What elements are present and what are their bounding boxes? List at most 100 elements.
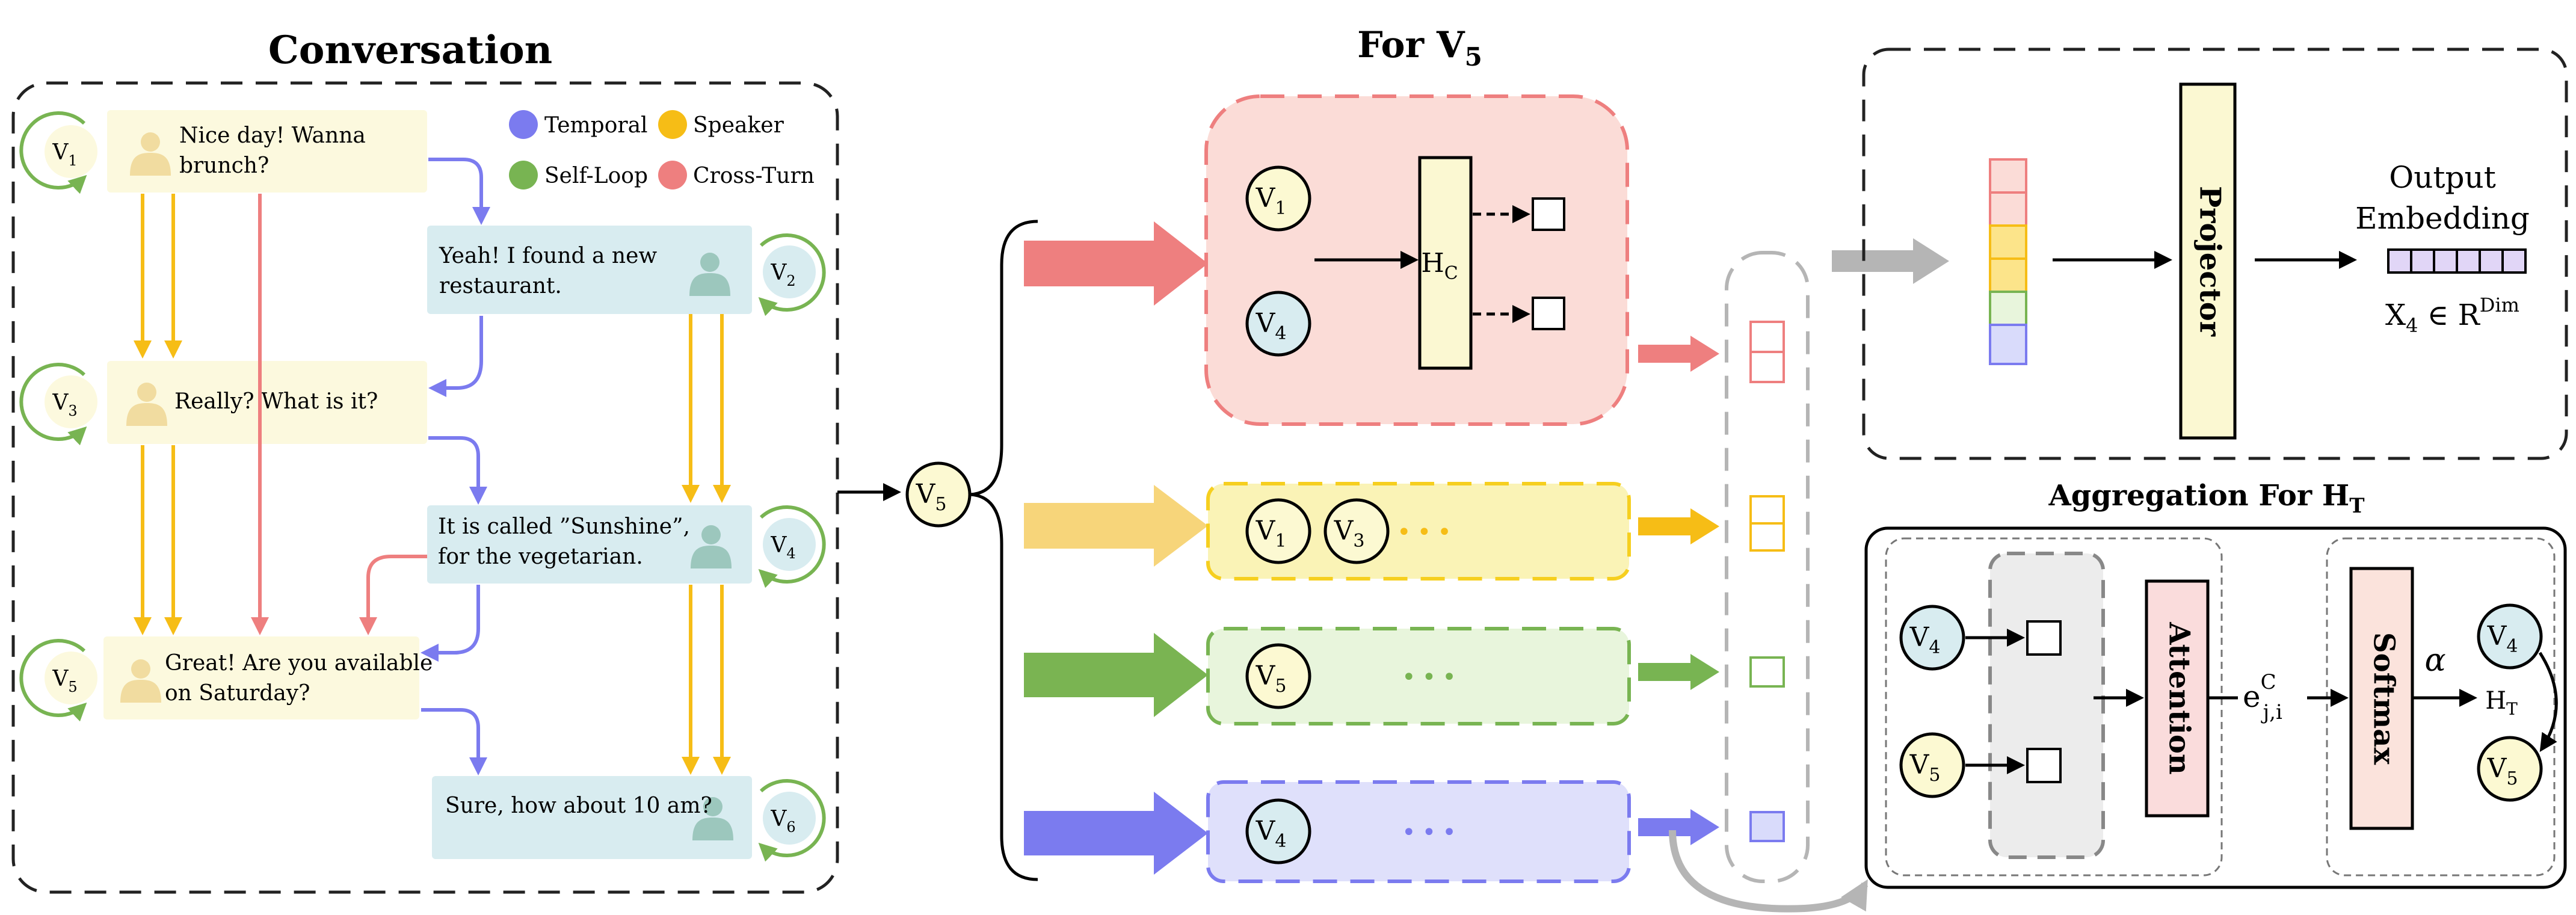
- softmax-subpanel: [2326, 537, 2556, 876]
- center-node-label: V5: [916, 479, 947, 515]
- message-v4: It is called ”Sunshine”, for the vegetar…: [427, 505, 752, 584]
- concat-cell-cross-turn: [1989, 191, 2027, 227]
- node-v6-label: V6: [770, 807, 795, 836]
- legend-crossturn-label: Cross-Turn: [693, 164, 815, 188]
- self-loops: [19, 111, 826, 862]
- aggregation-node-1-label: V4: [1909, 622, 1941, 658]
- message-text-line2: on Saturday?: [165, 681, 310, 706]
- concat-cell-temporal: [1989, 324, 2027, 365]
- output-embedding-formula: X4 ∈ RDim: [2385, 294, 2519, 337]
- to-aggregation-grey-curve: [1669, 830, 1869, 913]
- node-v6: [763, 792, 816, 845]
- temporal-edge: [428, 316, 483, 397]
- message-text-line2: for the vegetarian.: [438, 544, 643, 569]
- hc-label: HC: [1421, 248, 1458, 284]
- node-v4-label: V4: [770, 533, 795, 562]
- concat-cell-cross-turn: [1989, 158, 2027, 194]
- message-text-line2: restaurant.: [439, 274, 562, 298]
- relation-vector-column: [1725, 251, 1810, 883]
- node-v4: [763, 518, 816, 571]
- self-loop-vector-cell: [1749, 656, 1785, 688]
- message-text-line2: brunch?: [179, 153, 269, 178]
- projected-cell-2: [2026, 748, 2062, 783]
- speaker-vector-cell: [1749, 495, 1785, 525]
- attention-label: Attention: [2163, 621, 2196, 775]
- self-loop-v5: [19, 639, 87, 722]
- neighbour-projection-group: [1988, 552, 2105, 859]
- speaker-group-box: [1206, 482, 1631, 581]
- temporal-node-1-label: V4: [1256, 816, 1287, 852]
- speaker-fat-arrow: [1024, 485, 1208, 567]
- message-text-line1: Really? What is it?: [174, 389, 378, 414]
- projected-cell-1: [2026, 620, 2062, 656]
- message-text-line1: Nice day! Wanna: [179, 123, 366, 148]
- conversation-nodes: V1 V2 V3 V4 V5 V6: [45, 125, 816, 845]
- alpha-label: α: [2424, 642, 2445, 679]
- message-v6: Sure, how about 10 am?: [432, 776, 752, 859]
- node-v3: [45, 375, 97, 428]
- node-v2: [763, 245, 816, 298]
- cross-turn-fat-arrow: [1024, 221, 1208, 306]
- self-loop-small-arrow: [1638, 654, 1719, 690]
- cross-turn-vector-cell: [1749, 351, 1785, 383]
- node-v2-label: V2: [770, 260, 795, 289]
- output-node-v4: [2477, 603, 2543, 670]
- attention-box: [2145, 579, 2210, 818]
- concatenated-vector: [1989, 158, 2027, 365]
- cross-turn-edge: [359, 555, 427, 635]
- message-text-line1: Sure, how about 10 am?: [445, 793, 712, 818]
- message-text-line1: Great! Are you available: [165, 651, 433, 676]
- concat-cell-speaker: [1989, 224, 2027, 260]
- temporal-edge: [428, 158, 490, 225]
- temporal-vector-cell: [1749, 811, 1785, 842]
- projector-label: Projector: [2193, 186, 2227, 337]
- speaker-node-2-label: V3: [1334, 516, 1365, 552]
- embedding-cell: [2387, 248, 2412, 274]
- embedding-cell: [2501, 248, 2527, 274]
- conversation-panel: [11, 81, 839, 894]
- aggregation-node-2: [1899, 732, 1965, 798]
- legend-temporal-label: Temporal: [544, 113, 648, 138]
- ht-curve-arrow: [2538, 652, 2558, 753]
- speaker-ellipsis: •••: [1397, 519, 1458, 546]
- conversation-title: Conversation: [268, 28, 552, 73]
- speaker-node-2: [1323, 498, 1390, 564]
- legend-selfloop-label: Self-Loop: [544, 164, 648, 188]
- aggregation-panel: [1864, 526, 2567, 889]
- output-node-v5: [2477, 736, 2543, 802]
- legend-selfloop-dot: [509, 161, 538, 189]
- speaker-edges: [134, 194, 731, 775]
- cross-turn-node-2: [1245, 291, 1311, 357]
- temporal-edge: [421, 708, 487, 775]
- speaker-vector-cell: [1749, 522, 1785, 552]
- temporal-ellipsis: •••: [1402, 819, 1462, 846]
- hc-box: [1418, 156, 1473, 370]
- aggregation-title: Aggregation For HT: [2048, 479, 2364, 518]
- cross-turn-node-1-label: V1: [1256, 183, 1287, 219]
- softmax-box: [2349, 567, 2414, 830]
- speaker-node-1-label: V1: [1256, 516, 1287, 552]
- temporal-edge: [421, 585, 480, 662]
- concat-cell-speaker: [1989, 257, 2027, 293]
- message-v1: Nice day! Wanna brunch?: [107, 110, 427, 193]
- output-embedding-vector: [2387, 248, 2527, 274]
- self-loop-v3: [19, 363, 87, 446]
- cross-turn-node-1: [1245, 165, 1311, 232]
- message-bubble: [432, 776, 752, 859]
- to-projector-grey-arrow: [1832, 238, 1949, 284]
- self-loop-v6: [758, 779, 826, 862]
- cross-turn-node-2-label: V4: [1256, 308, 1287, 344]
- embedding-cell: [2456, 248, 2481, 274]
- projector-box: [2179, 82, 2237, 440]
- cross-turn-edges: [251, 194, 427, 635]
- temporal-edge: [428, 436, 487, 505]
- message-bubble: [107, 361, 427, 444]
- message-bubble: [103, 636, 419, 719]
- legend-temporal-dot: [509, 110, 538, 139]
- embedding-cell: [2433, 248, 2458, 274]
- neighbour-brace: [969, 220, 1038, 881]
- temporal-fat-arrow: [1024, 792, 1208, 875]
- node-v5: [45, 652, 97, 704]
